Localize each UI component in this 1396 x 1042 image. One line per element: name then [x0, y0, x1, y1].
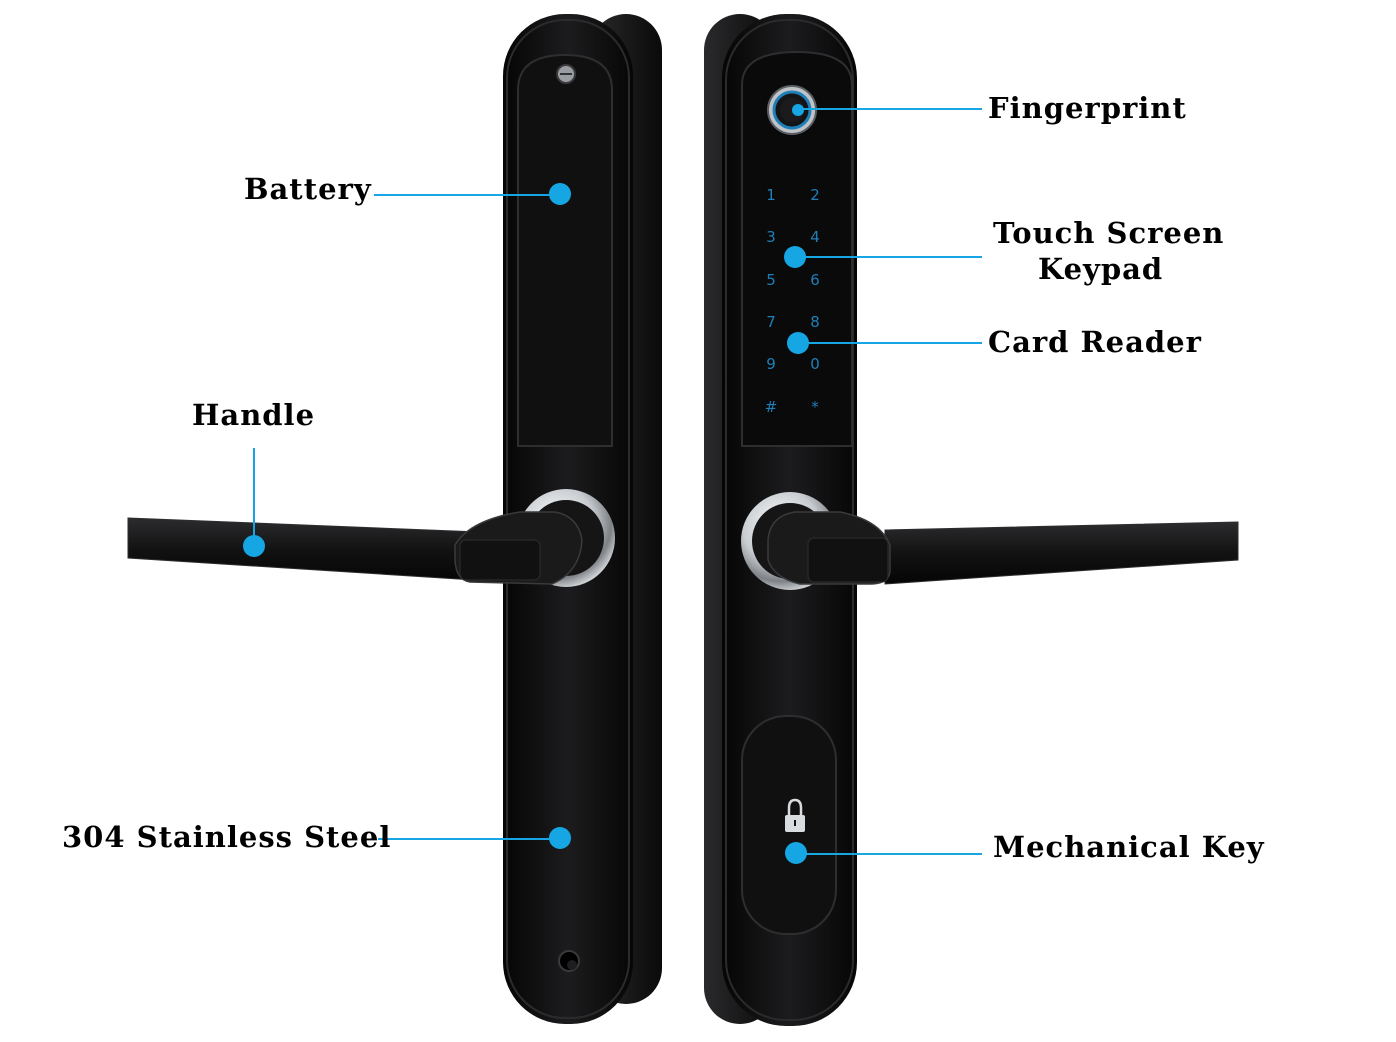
- battery-marker-dot: [549, 183, 571, 205]
- mechanical-key-label: Mechanical Key: [993, 830, 1265, 864]
- card-reader-marker-dot: [787, 332, 809, 354]
- battery-label: Battery: [244, 172, 372, 206]
- handle-marker-dot: [243, 535, 265, 557]
- keypad-key-2[interactable]: 2: [810, 186, 820, 204]
- keypad-key-9[interactable]: 9: [766, 355, 776, 373]
- left-handle: [127, 489, 615, 587]
- keypad-key-1[interactable]: 1: [766, 186, 776, 204]
- padlock-icon: [785, 798, 805, 832]
- handle-label: Handle: [192, 398, 316, 432]
- keypad-key-0[interactable]: 0: [810, 355, 820, 373]
- stainless-steel-label: 304 Stainless Steel: [62, 820, 392, 854]
- callouts: [243, 104, 982, 864]
- keypad-digits: 1 2 3 4 5 6 7 8 9 0 # *: [765, 186, 820, 416]
- keypad-key-6[interactable]: 6: [810, 271, 820, 289]
- fingerprint-marker-dot: [792, 104, 804, 116]
- keypad-key-hash[interactable]: #: [765, 398, 778, 416]
- battery-cover: [517, 53, 613, 447]
- keypad-key-star[interactable]: *: [811, 398, 819, 416]
- right-handle: [741, 492, 1239, 590]
- keypad-key-3[interactable]: 3: [766, 228, 776, 246]
- screw-icon: [556, 64, 576, 84]
- touch-screen-label-line1: Touch Screen: [993, 216, 1225, 250]
- stainless-marker-dot: [549, 827, 571, 849]
- keypad-key-8[interactable]: 8: [810, 313, 820, 331]
- screw-hole-icon: [558, 950, 580, 972]
- keypad-key-7[interactable]: 7: [766, 313, 776, 331]
- card-reader-label: Card Reader: [988, 325, 1202, 359]
- mechanical-key-marker-dot: [785, 842, 807, 864]
- touch-screen-marker-dot: [784, 246, 806, 268]
- keypad-key-5[interactable]: 5: [766, 271, 776, 289]
- touch-screen-label-line2: Keypad: [1038, 252, 1164, 286]
- fingerprint-label: Fingerprint: [988, 91, 1187, 125]
- keypad-key-4[interactable]: 4: [810, 228, 820, 246]
